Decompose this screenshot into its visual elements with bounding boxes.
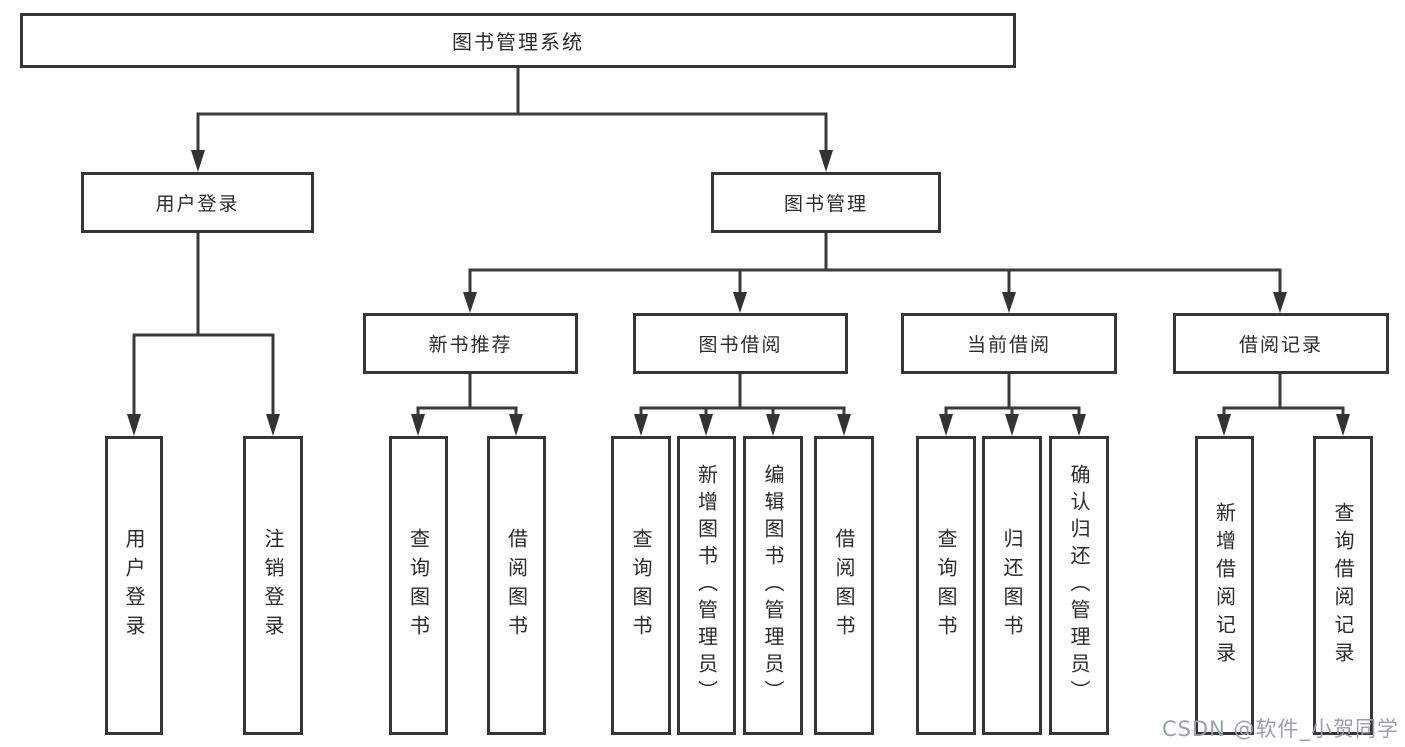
node-current-borrowing-label: 当前借阅	[966, 334, 1051, 356]
leaf-edit-books-admin: 编辑图书（管理员）	[743, 436, 803, 735]
node-user-login-label: 用户登录	[155, 193, 240, 215]
node-root-system: 图书管理系统	[20, 13, 1016, 68]
leaf-user-login: 用户登录	[105, 436, 163, 735]
node-book-borrowing-label: 图书借阅	[698, 334, 783, 356]
leaf-confirm-return-admin: 确认归还（管理员）	[1049, 436, 1109, 735]
node-user-login: 用户登录	[81, 172, 314, 233]
leaf-return-books: 归还图书	[982, 436, 1042, 735]
leaf-logout: 注销登录	[243, 436, 303, 735]
node-new-book-recommend-label: 新书推荐	[428, 334, 513, 356]
csdn-watermark: CSDN @软件_小贺同学	[1161, 717, 1399, 741]
leaf-newbook-borrow-books: 借阅图书	[487, 436, 546, 735]
node-current-borrowing: 当前借阅	[901, 313, 1117, 374]
leaf-add-borrow-record: 新增借阅记录	[1195, 436, 1254, 735]
node-book-management-label: 图书管理	[783, 193, 868, 215]
leaf-borrow-query-books: 查询图书	[611, 436, 671, 735]
node-book-borrowing: 图书借阅	[633, 313, 848, 374]
leaf-newbook-query-books: 查询图书	[389, 436, 448, 735]
leaf-add-books-admin: 新增图书（管理员）	[677, 436, 736, 735]
leaf-current-query-books: 查询图书	[916, 436, 976, 735]
leaf-borrow-borrow-books: 借阅图书	[814, 436, 874, 735]
leaf-query-borrow-record: 查询借阅记录	[1313, 436, 1373, 735]
node-borrow-records: 借阅记录	[1173, 313, 1389, 374]
node-new-book-recommend: 新书推荐	[363, 313, 578, 374]
node-root-label: 图书管理系统	[452, 30, 584, 54]
node-book-management: 图书管理	[711, 172, 941, 233]
node-borrow-records-label: 借阅记录	[1238, 334, 1323, 356]
